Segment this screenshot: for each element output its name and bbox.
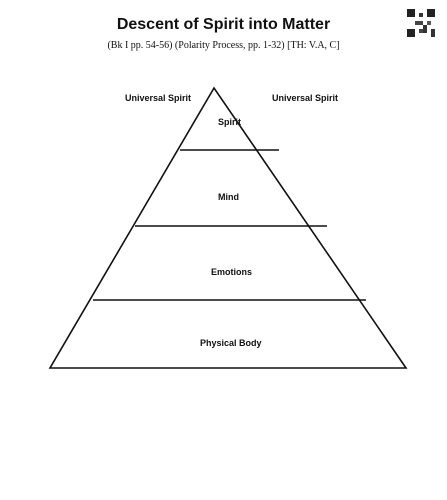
level-spirit-label: Spirit — [218, 117, 242, 127]
right-side-label: Universal Spirit — [272, 93, 339, 103]
left-side-label: Universal Spirit — [125, 93, 192, 103]
page-title: Descent of Spirit into Matter — [116, 16, 331, 33]
level-physical-body-label: Physical Body — [200, 338, 262, 348]
pyramid-outline — [48, 86, 408, 369]
level-mind-label: Mind — [218, 192, 239, 202]
page-subtitle: (Bk I pp. 54-56) (Polarity Process, pp. … — [107, 40, 340, 51]
level-emotions-label: Emotions — [211, 267, 253, 277]
qr-code-icon — [407, 9, 435, 37]
